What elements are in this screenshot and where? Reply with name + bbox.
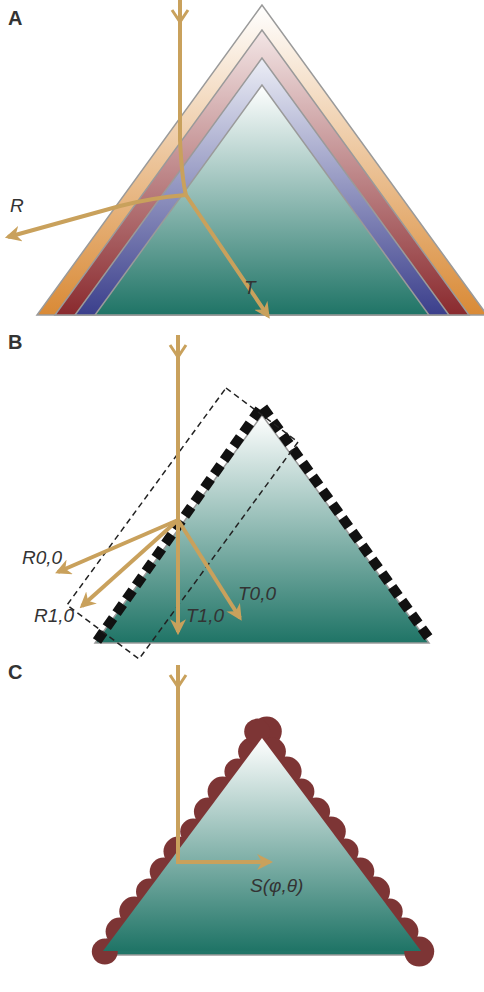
scatter-pyramid bbox=[92, 717, 434, 967]
pyramid-face bbox=[103, 738, 421, 951]
callout-label: R bbox=[10, 196, 24, 215]
panel-letter: B bbox=[8, 332, 22, 352]
panel-letter: C bbox=[8, 662, 22, 682]
callout-label: T0,0 bbox=[238, 584, 276, 603]
diffracted-rays bbox=[58, 335, 240, 632]
callout-label: R0,0 bbox=[22, 548, 62, 567]
layered-pyramid bbox=[37, 5, 484, 315]
callout-label: R1,0 bbox=[34, 606, 74, 625]
light-rays bbox=[8, 0, 268, 316]
callout-label: S(φ,θ) bbox=[250, 876, 303, 895]
callout-label: T bbox=[244, 278, 256, 297]
callout-label: T1,0 bbox=[186, 606, 224, 625]
panel-letter: A bbox=[8, 8, 22, 28]
scattered-ray bbox=[170, 665, 270, 862]
grating-pyramid bbox=[67, 388, 431, 659]
